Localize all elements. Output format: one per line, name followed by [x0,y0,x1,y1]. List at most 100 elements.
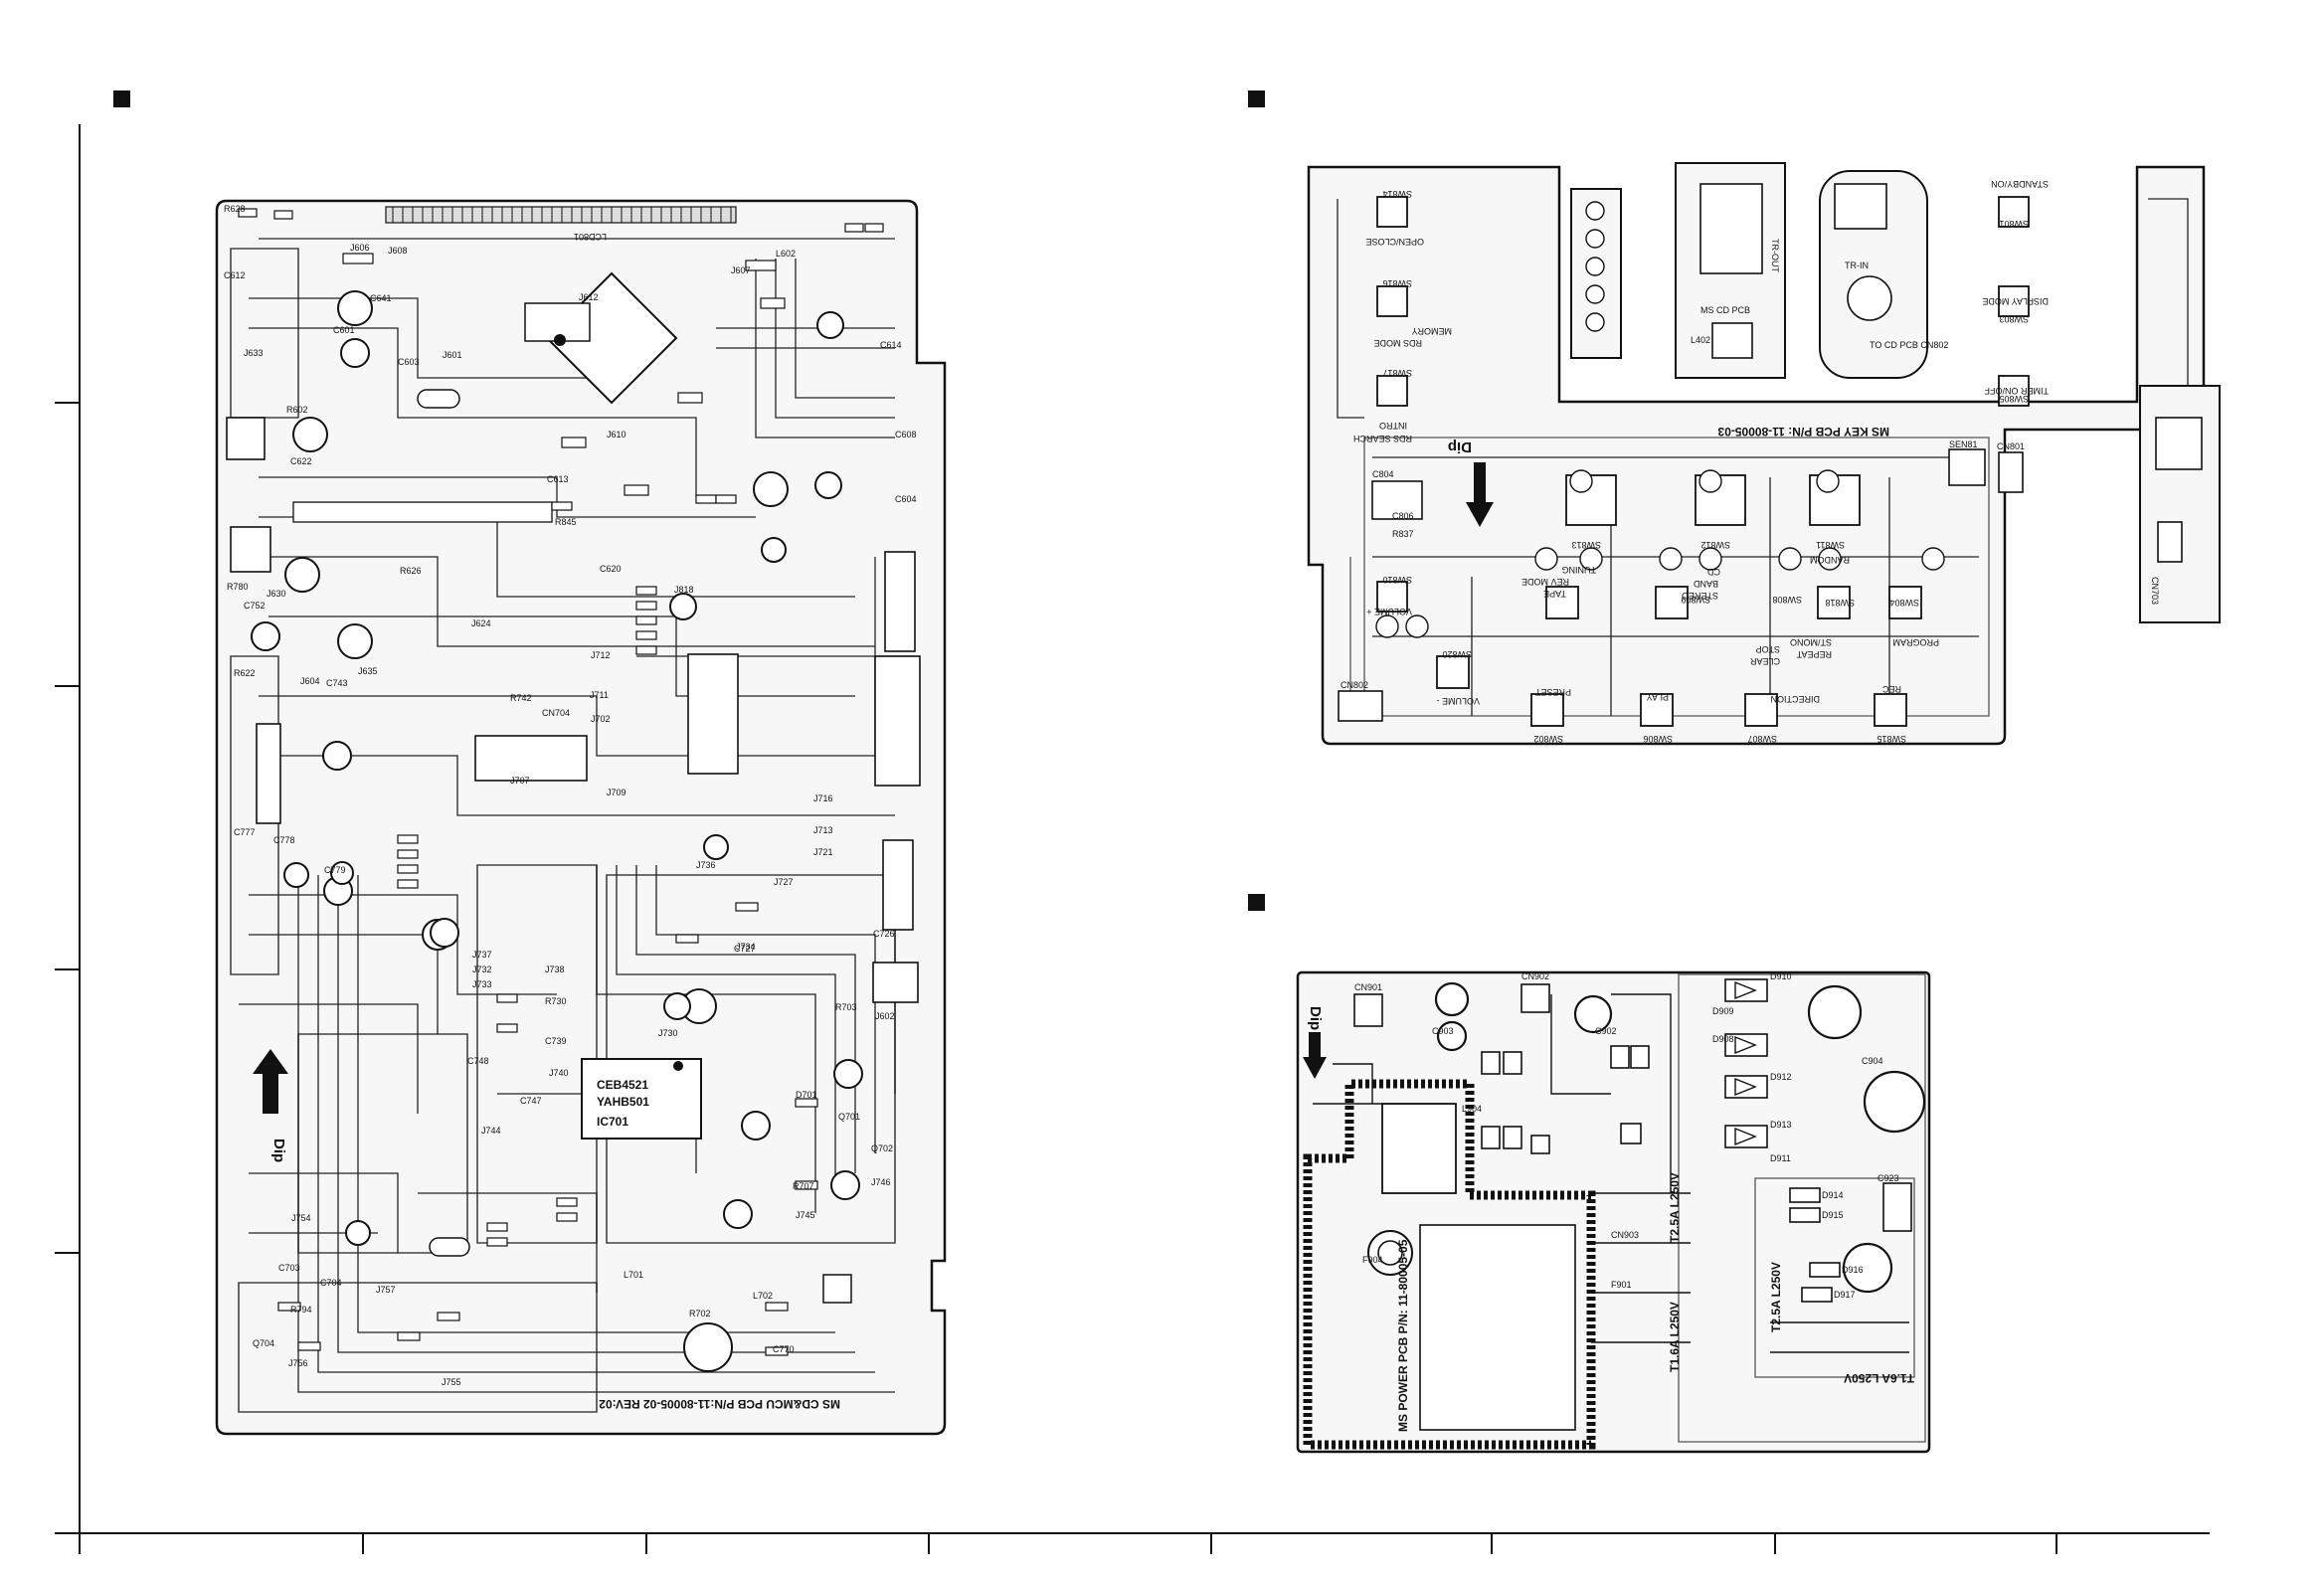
part-c601: C601 [333,325,355,335]
power-part-l901: F904 [1362,1255,1383,1265]
ic701-code: CEB4521 [597,1078,648,1092]
key-sw810-ref: SW810 [1382,575,1412,585]
part-l603: L602 [776,249,796,259]
part-c641: C641 [370,293,392,303]
part-j601: J601 [443,350,462,360]
part-c722: J730 [658,1028,678,1038]
key-sw814-ref: SW814 [1382,189,1412,199]
key-label-repeat: REPEAT [1796,649,1832,659]
part-j740: C748 [467,1056,489,1066]
cn-right-2 [874,655,921,787]
part-c770: R702 [689,1309,711,1318]
key-sw809-ref: SW809 [1681,595,1710,605]
part-c607: C608 [895,430,917,439]
power-part-d913: D913 [1770,1120,1792,1130]
key-sw804-label: PROGRAM [1892,637,1939,647]
power-mains-area [1303,1079,1596,1450]
cd-connector-label: LCD801 [574,232,607,242]
part-j746: J745 [796,1210,815,1220]
key-sw815-label: REC [1881,684,1901,694]
key-sw806-ref: SW806 [1643,734,1673,744]
power-dip-label: Dip [1307,1006,1324,1030]
part-j709: J702 [591,714,611,724]
part-j633: J633 [244,348,264,358]
part-j616: C613 [547,474,569,484]
key-sw817-ref: SW817 [1382,368,1412,378]
part-j730: C727 [734,944,756,954]
power-relay [1381,1103,1457,1194]
cd-dip-arrow: Dip [253,1049,288,1162]
power-part-d909: D909 [1712,1006,1734,1016]
cd-board-title: MS CD&MCU PCB P/N:11-80005-02 REV:02 [599,1397,840,1411]
key-sw812-ref: SW812 [1700,540,1730,550]
key-label-tape: TAPE [1543,589,1566,599]
power-part-q901: L904 [1462,1104,1482,1114]
regulator [822,1274,852,1304]
part-c748: C747 [520,1096,542,1106]
part-j631: R626 [400,566,422,576]
part-r794: J755 [442,1377,461,1387]
key-board-title: MS KEY PCB P/N: 11-80005-03 [1717,425,1889,439]
crystal-2 [429,1237,470,1257]
key-sw804-ref: SW804 [1889,598,1919,608]
power-part-cn901: C923 [1877,1173,1899,1183]
part-j635: C777 [234,827,256,837]
part-j756: J757 [376,1285,396,1295]
part-j604: C743 [326,678,348,688]
ic701-part: YAHB501 [597,1095,649,1109]
part-r628: R628 [224,204,246,214]
part-c622: C622 [290,456,312,466]
part-c739: J740 [549,1068,569,1078]
key-sw808-ref: SW808 [1772,595,1802,605]
key-sw803-label: DISPLAY MODE [1982,296,2049,306]
part-j607: J610 [607,430,626,439]
part-c777: C779 [324,865,346,875]
key-sw818-label: ST/MONO [1790,637,1832,647]
key-sw811-ref: SW811 [1816,540,1845,550]
key-label-rds-mode: RDS MODE [1373,338,1422,348]
key-label-headphone: TR-OUT [1770,239,1780,272]
part-r760: R622 [234,668,256,678]
power-part-c901: C902 [1595,1026,1617,1036]
power-dip-arrow: Dip [1303,1006,1327,1079]
part-c754: J630 [267,589,286,599]
key-label-r837: C806 [1392,511,1414,521]
cn-left-1 [256,723,281,824]
cn-right-3 [882,839,914,931]
power-transformer [1419,1224,1576,1431]
part-c614: C604 [895,494,917,504]
key-sw820-ref: SW820 [1442,649,1472,659]
power-part-d917: D917 [1834,1290,1856,1300]
section-marker-key [1248,90,1265,107]
power-part-d914: D914 [1822,1190,1844,1200]
part-j712: J716 [813,793,833,803]
part-c778: R742 [510,693,532,703]
part-j707: J711 [590,690,609,700]
resistor-network [292,501,553,523]
part-j711: J709 [607,788,626,797]
key-label-l401: MS CD PCB [1700,305,1750,315]
key-sw814-label: OPEN/CLOSE [1365,237,1424,247]
part-j732: J737 [472,950,492,960]
scale-ticks [55,402,2057,1554]
part-j734: J733 [472,979,492,989]
part-j630: C752 [244,601,266,611]
part-r708: R707 [793,1181,814,1191]
part-q702: J746 [871,1177,891,1187]
key-label-rev-mode: REV MODE [1521,577,1569,587]
key-sw820-label: VOLUME - [1436,696,1480,706]
key-sw816-ref: SW816 [1382,278,1412,288]
part-l601: J606 [350,243,370,253]
part-cn603: J602 [875,1011,895,1021]
key-sw807-ref: SW807 [1747,734,1777,744]
part-q701: Q702 [871,1143,893,1153]
part-c603: C603 [398,357,420,367]
part-j755: L701 [624,1270,643,1280]
key-c804-cap [1371,480,1423,520]
part-j602: J607 [731,265,751,275]
part-c733: J818 [674,585,694,595]
part-j713: J721 [813,847,833,857]
part-j748: J754 [291,1213,311,1223]
part-r753: R780 [227,582,249,592]
power-part-cn902: CN901 [1354,982,1382,992]
